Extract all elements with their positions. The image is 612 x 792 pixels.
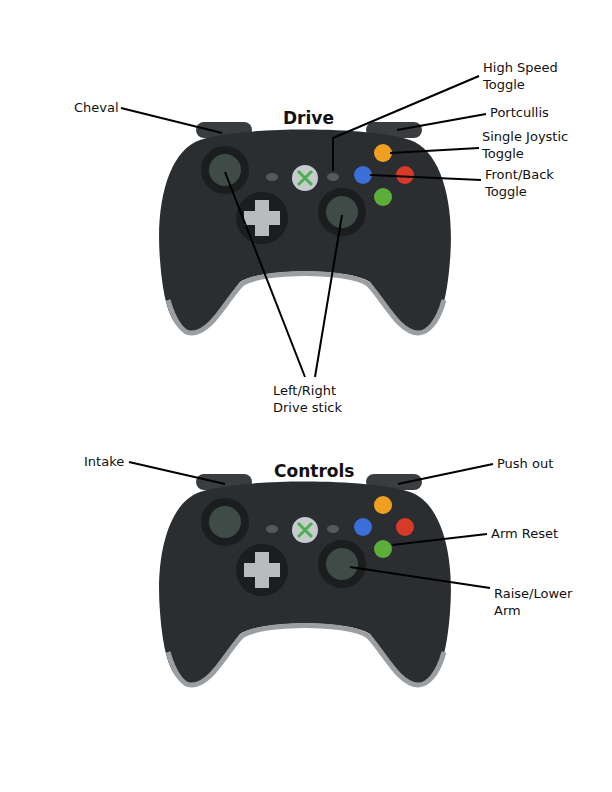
- button-label: Intake: [84, 453, 124, 470]
- leader-lines: [121, 76, 493, 588]
- controller-heading: Drive: [283, 108, 334, 128]
- controller-heading: Controls: [274, 461, 354, 481]
- button-label: Raise/Lower Arm: [494, 585, 589, 619]
- button-label: Front/Back Toggle: [485, 166, 585, 200]
- button-label: Left/Right Drive stick: [273, 382, 368, 416]
- button-label: Cheval: [74, 99, 119, 116]
- button-label: Arm Reset: [491, 525, 558, 542]
- button-label: Single Joystic Toggle: [482, 128, 594, 162]
- button-label: Portcullis: [490, 104, 549, 121]
- button-label: High Speed Toggle: [483, 59, 583, 93]
- button-label: Push out: [497, 455, 553, 472]
